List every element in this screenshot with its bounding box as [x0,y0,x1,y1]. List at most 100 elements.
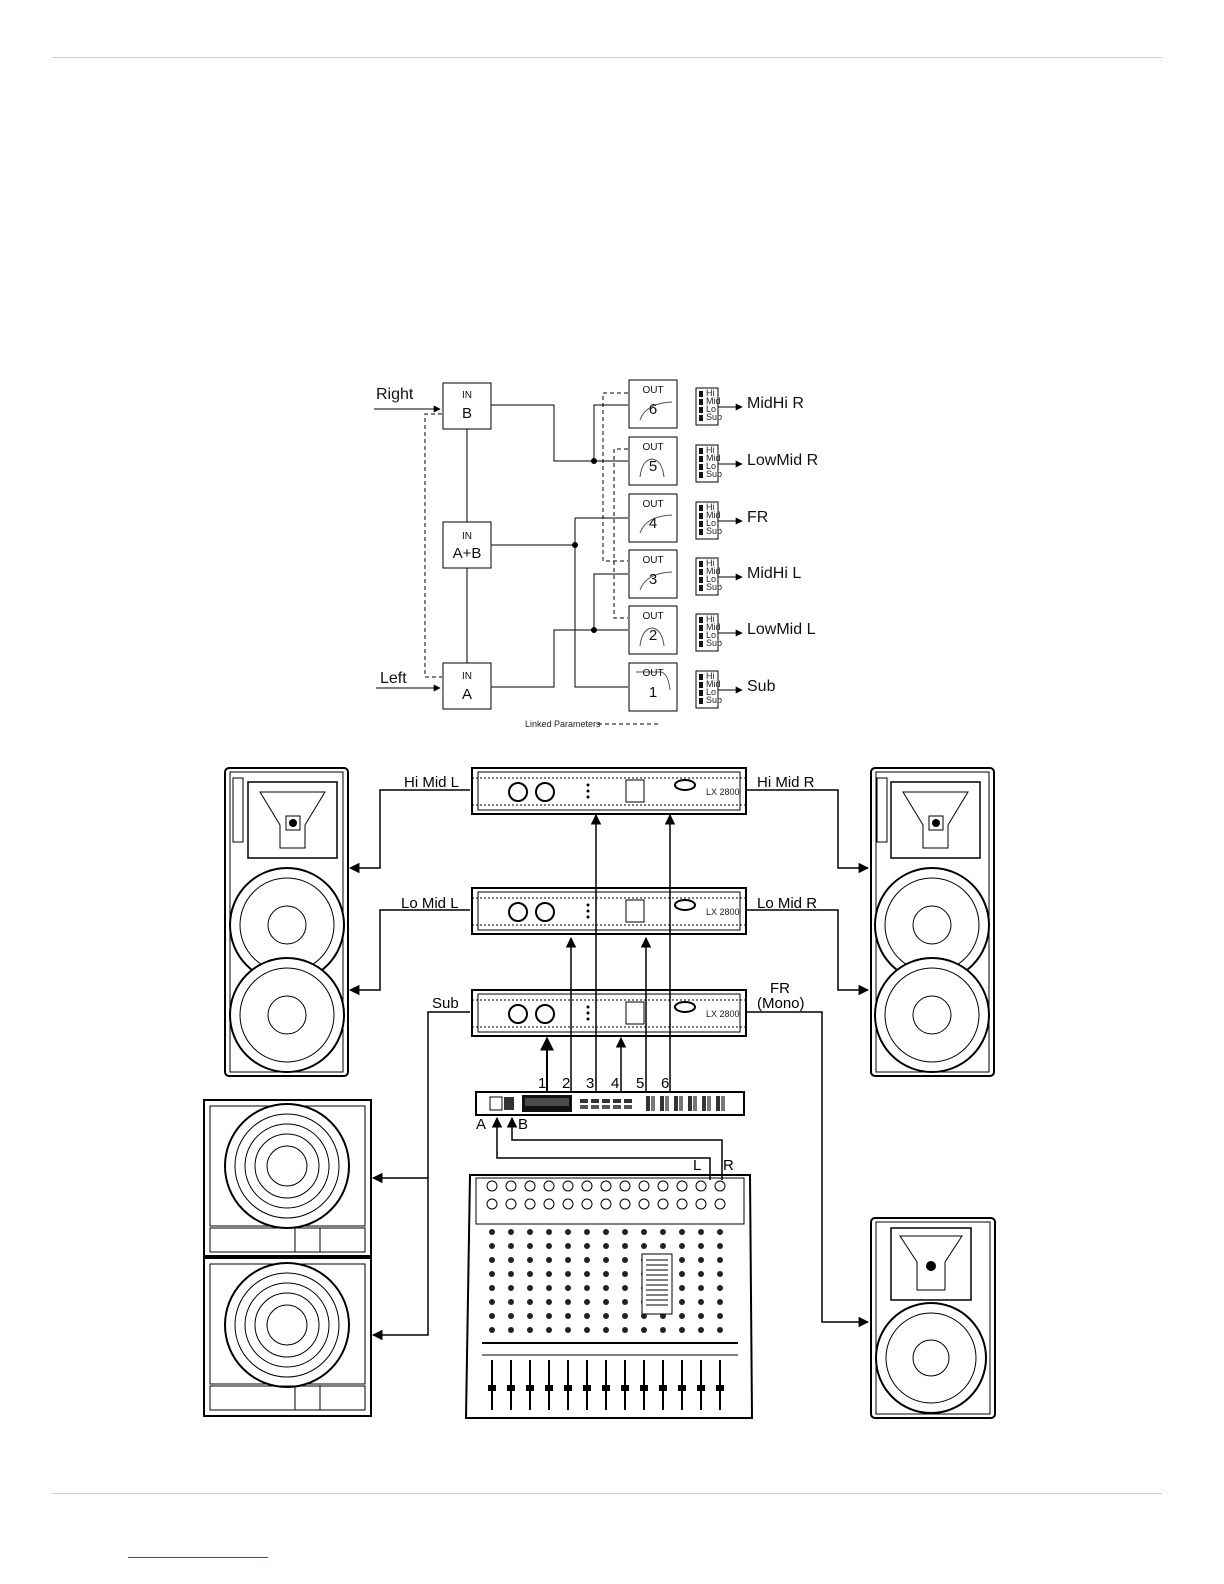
meter-label: Lo [706,461,716,471]
output-box-number: 1 [649,684,657,701]
input-box-b-bottom: B [462,405,472,422]
mixer-r-label: R [723,1157,734,1174]
output-box-number: 4 [649,515,657,532]
fr-mono-speaker [870,1217,996,1419]
left-input-label: Left [380,670,407,687]
output-box-number: 3 [649,571,657,588]
output-destination: MidHi R [747,395,804,412]
output-box-top: OUT [642,442,663,453]
meter-label: Lo [706,404,716,414]
output-destination: FR [747,509,768,526]
channel-number: 6 [661,1075,669,1092]
meter-label: Lo [706,630,716,640]
output-box-number: 6 [649,401,657,418]
output-box-number: 2 [649,627,657,644]
amplifier-3: LX 2800 [471,989,747,1037]
input-box-ab: IN A+B [442,521,492,569]
channel-number: 2 [562,1075,570,1092]
meter-label: Mid [706,396,721,406]
meter-label: Lo [706,574,716,584]
mixer [464,1174,754,1419]
amplifiers: LX 2800 LX 2800 LX 2800 [471,767,747,1037]
amp-model-label: LX 2800 [706,907,740,917]
meter-label: Sub [706,638,722,648]
lo-mid-r-label: Lo Mid R [757,895,817,912]
meter-label: Sub [706,469,722,479]
channel-number: 5 [636,1075,644,1092]
amp-model-label: LX 2800 [706,1009,740,1019]
mixer-l-label: L [693,1157,701,1174]
amp-model-label: LX 2800 [706,787,740,797]
linked-parameters-legend: Linked Parameters [525,719,601,729]
lo-mid-l-label: Lo Mid L [401,895,459,912]
input-box-a-bottom: A [462,686,472,703]
header-rule [52,57,1162,58]
meter-label: Lo [706,687,716,697]
input-box-a-top: IN [462,671,472,682]
footer-rule [52,1493,1162,1494]
amplifier-2: LX 2800 [471,887,747,935]
hi-mid-l-label: Hi Mid L [404,774,459,791]
subwoofer-bottom [203,1257,372,1417]
meter-label: Hi [706,671,715,681]
input-link-dashed [424,413,442,678]
input-box-ab-bottom: A+B [453,545,482,562]
output-box-top: OUT [642,385,663,396]
input-box-a: IN A [442,662,492,710]
output-link-dashed-1 [602,392,628,562]
meter-label: Mid [706,566,721,576]
meter-label: Hi [706,614,715,624]
routing-diagram: Right Left IN B IN A+B IN A [374,379,818,729]
meter-label: Sub [706,582,722,592]
output-link-dashed-2 [613,448,628,619]
meter-label: Hi [706,388,715,398]
meter-label: Mid [706,453,721,463]
fr-label-line2: (Mono) [757,995,805,1012]
processor-input-b-label: B [518,1116,528,1133]
meter-label: Sub [706,412,722,422]
fr-label-line1: FR [770,980,790,997]
output-destination: LowMid L [747,621,816,638]
meter-label: Sub [706,695,722,705]
crossover-processor [475,1091,745,1116]
output-box-number: 5 [649,458,657,475]
processor-input-a-label: A [476,1116,486,1133]
input-box-b-top: IN [462,390,472,401]
sub-label: Sub [432,995,459,1012]
meter-label: Hi [706,502,715,512]
hi-mid-r-label: Hi Mid R [757,774,815,791]
meter-label: Hi [706,445,715,455]
output-box-top: OUT [642,499,663,510]
amplifier-1: LX 2800 [471,767,747,815]
system-diagram: LX 2800 LX 2800 LX 2800 [203,767,996,1419]
output-box-top: OUT [642,611,663,622]
channel-number: 4 [611,1075,619,1092]
output-box-top: OUT [642,668,663,679]
output-destination: LowMid R [747,452,818,469]
output-destination: Sub [747,678,776,695]
subwoofer-top [203,1099,372,1257]
meter-label: Hi [706,558,715,568]
left-main-speaker [224,767,349,1077]
footer-link[interactable] [128,1557,268,1558]
output-destination: MidHi L [747,565,801,582]
meter-label: Mid [706,679,721,689]
channel-number: 3 [586,1075,594,1092]
channel-number: 1 [538,1075,546,1092]
meter-label: Sub [706,526,722,536]
input-box-ab-top: IN [462,531,472,542]
